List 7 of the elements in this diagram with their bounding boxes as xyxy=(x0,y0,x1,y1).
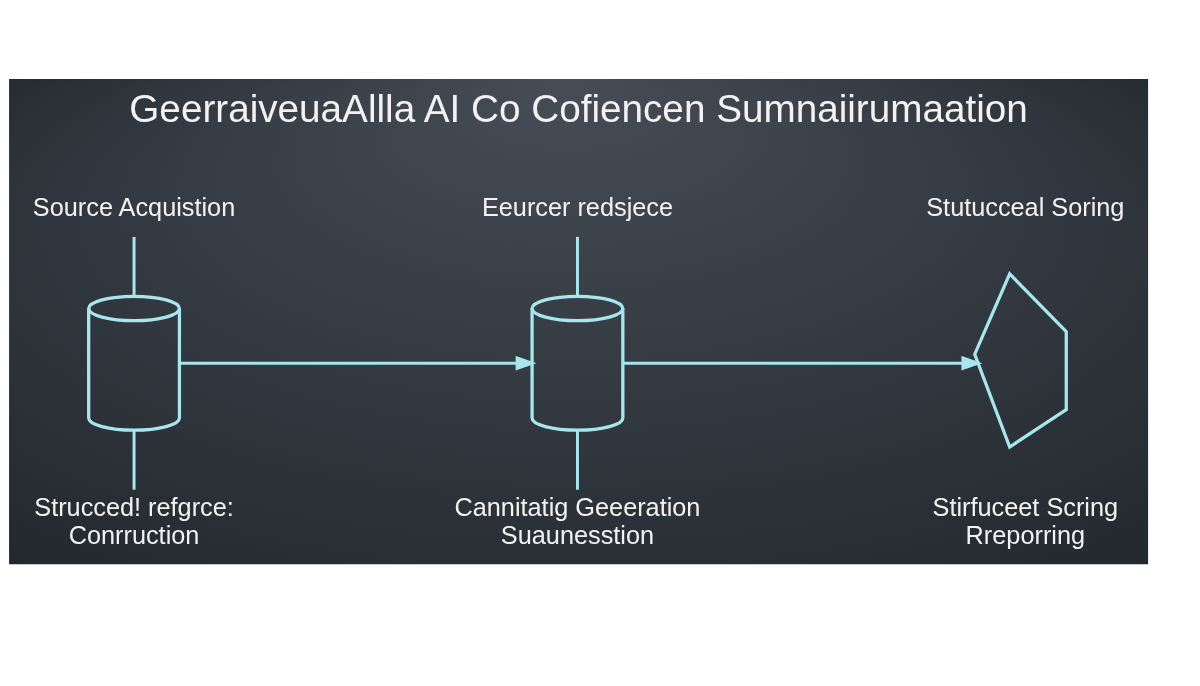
node-text: Eeurcer redsjece xyxy=(481,193,674,222)
node-text: Stirfuceet Scring Rreporring xyxy=(932,492,1119,550)
node-text: Strucced! refgrce: Conrruction xyxy=(34,492,234,550)
diagram-title: GeerraiveuaAllla AI Co Cofiencen Sumnaiirumaation xyxy=(129,86,1028,130)
node-text: Source Acquistion xyxy=(32,193,236,222)
node-text: Cannitatig Geeeration Suaunesstion xyxy=(454,492,701,550)
node-text: Stutucceal Soring xyxy=(926,193,1125,222)
